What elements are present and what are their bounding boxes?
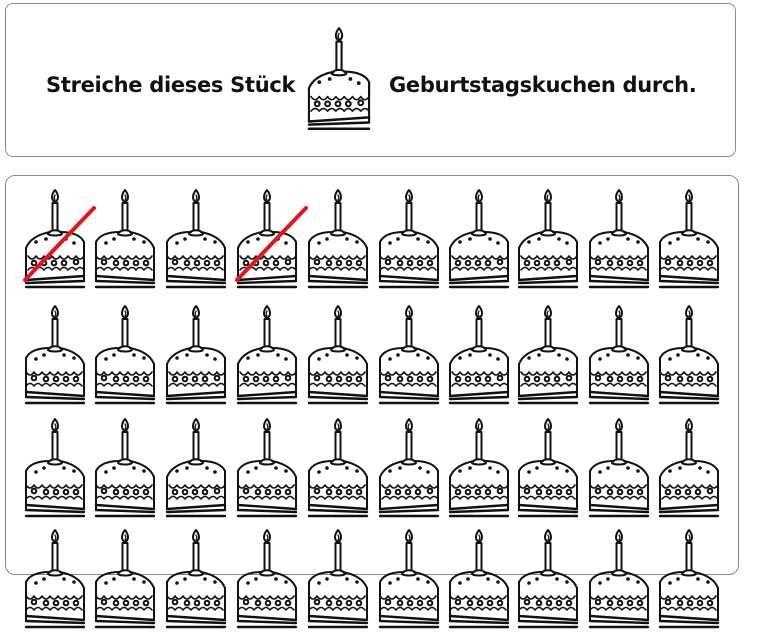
cake-slice-target-icon[interactable] xyxy=(515,186,581,294)
cake-slice-icon[interactable] xyxy=(92,186,158,294)
cake-slice-target-icon[interactable] xyxy=(515,302,581,410)
cake-slice-icon[interactable] xyxy=(163,526,229,634)
cake-slice-icon[interactable] xyxy=(22,302,88,410)
instruction-text-after: Geburtstagskuchen durch. xyxy=(389,73,697,97)
cake-slice-target-icon[interactable] xyxy=(376,415,442,523)
cake-slice-icon[interactable] xyxy=(376,302,442,410)
cake-slice-target-icon[interactable] xyxy=(22,186,88,294)
cake-slice-icon[interactable] xyxy=(92,415,158,523)
cake-slice-icon[interactable] xyxy=(234,415,300,523)
cake-slice-icon[interactable] xyxy=(163,186,229,294)
cake-slice-icon[interactable] xyxy=(446,526,512,634)
cake-slice-icon[interactable] xyxy=(305,302,371,410)
cake-slice-target-icon[interactable] xyxy=(446,302,512,410)
cake-slice-target-icon[interactable] xyxy=(446,415,512,523)
cake-slice-icon[interactable] xyxy=(586,526,652,634)
cake-slice-target-icon[interactable] xyxy=(234,186,300,294)
cake-slice-icon[interactable] xyxy=(305,415,371,523)
instruction-panel xyxy=(5,3,736,157)
cake-slice-target-icon[interactable] xyxy=(234,302,300,410)
cake-slice-icon[interactable] xyxy=(586,302,652,410)
cake-slice-icon[interactable] xyxy=(376,526,442,634)
cake-slice-icon[interactable] xyxy=(234,526,300,634)
cake-slice-icon[interactable] xyxy=(515,415,581,523)
cake-slice-target-icon[interactable] xyxy=(163,415,229,523)
cake-slice-icon[interactable] xyxy=(515,526,581,634)
cake-slice-target-icon[interactable] xyxy=(163,302,229,410)
cake-slice-icon[interactable] xyxy=(22,526,88,634)
cake-slice-icon[interactable] xyxy=(305,186,371,294)
cake-slice-target-icon[interactable] xyxy=(446,186,512,294)
cake-slice-icon[interactable] xyxy=(305,526,371,634)
cake-slice-icon[interactable] xyxy=(376,186,442,294)
cake-slice-icon[interactable] xyxy=(92,526,158,634)
cake-slice-icon[interactable] xyxy=(586,415,652,523)
birthday-cake-slice-icon xyxy=(307,27,371,130)
cake-slice-icon[interactable] xyxy=(656,302,722,410)
cake-slice-icon[interactable] xyxy=(656,186,722,294)
cake-slice-icon[interactable] xyxy=(656,526,722,634)
cake-slice-target-icon[interactable] xyxy=(656,415,722,523)
cake-slice-icon[interactable] xyxy=(92,302,158,410)
cake-slice-icon[interactable] xyxy=(586,186,652,294)
cake-slice-icon[interactable] xyxy=(22,415,88,523)
instruction-text-before: Streiche dieses Stück xyxy=(46,73,296,97)
